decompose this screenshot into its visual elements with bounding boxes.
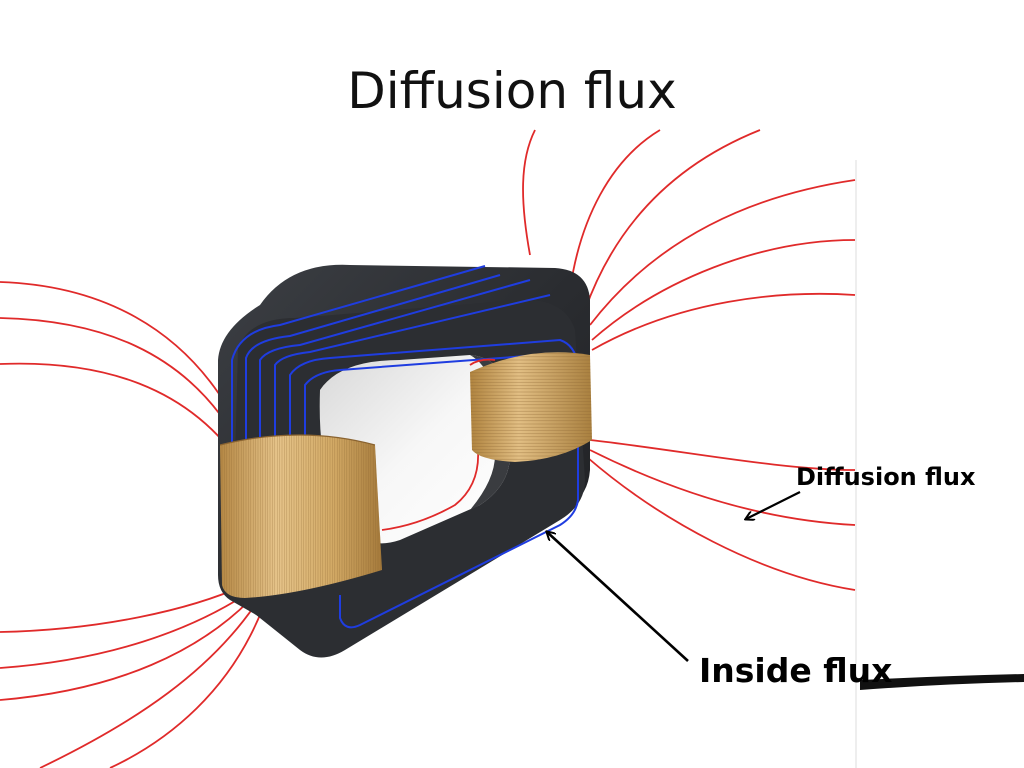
right-coil — [470, 352, 592, 462]
inner-red-loop — [381, 358, 496, 531]
edge-stroke — [855, 130, 1024, 768]
left-coil — [219, 434, 382, 598]
inside-flux-label: Inside flux — [699, 651, 893, 690]
diffusion-flux-label: Diffusion flux — [796, 463, 976, 491]
inside-flux-arrow — [547, 532, 689, 662]
diffusion-flux-lines-left — [0, 281, 263, 768]
diffusion-flux-lines-right — [522, 129, 856, 591]
diffusion-flux-arrow — [746, 491, 801, 519]
slide-title: Diffusion flux — [347, 62, 677, 120]
